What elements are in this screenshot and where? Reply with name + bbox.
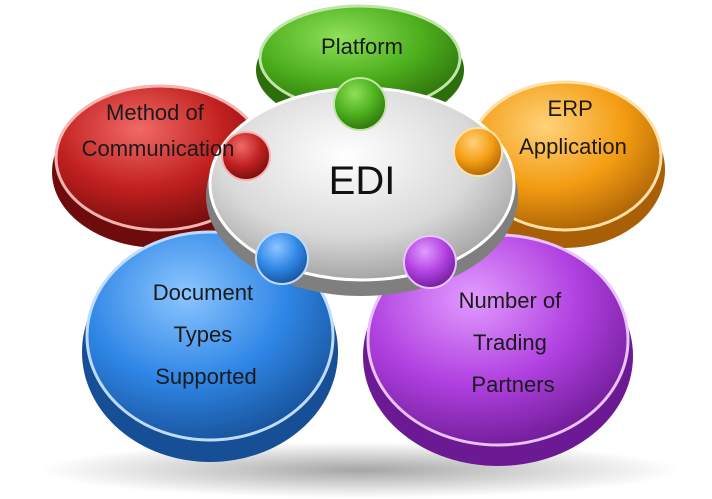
center-piece-edi[interactable]: EDI: [206, 78, 518, 296]
label-erp-line-1: ERP: [548, 96, 593, 121]
label-doc-line-1: Document: [153, 280, 253, 305]
label-platform: Platform: [321, 34, 403, 59]
tab-platform: [334, 78, 386, 130]
label-doc-line-3: Supported: [155, 364, 257, 389]
center-label: EDI: [329, 159, 396, 203]
label-number-of-trading-partners: Number of Trading Partners: [459, 288, 568, 397]
label-doc-line-2: Types: [174, 322, 233, 347]
label-trading-line-1: Number of: [459, 288, 563, 313]
tab-doc: [256, 232, 308, 284]
tab-erp: [454, 128, 502, 176]
label-trading-line-3: Partners: [471, 372, 554, 397]
label-erp-line-2: Application: [519, 134, 627, 159]
floor-shadow: [40, 442, 680, 498]
label-method-line-2: Communication: [82, 136, 235, 161]
label-trading-line-2: Trading: [473, 330, 547, 355]
label-platform-line-1: Platform: [321, 34, 403, 59]
tab-trading: [404, 236, 456, 288]
label-method-line-1: Method of: [106, 100, 205, 125]
